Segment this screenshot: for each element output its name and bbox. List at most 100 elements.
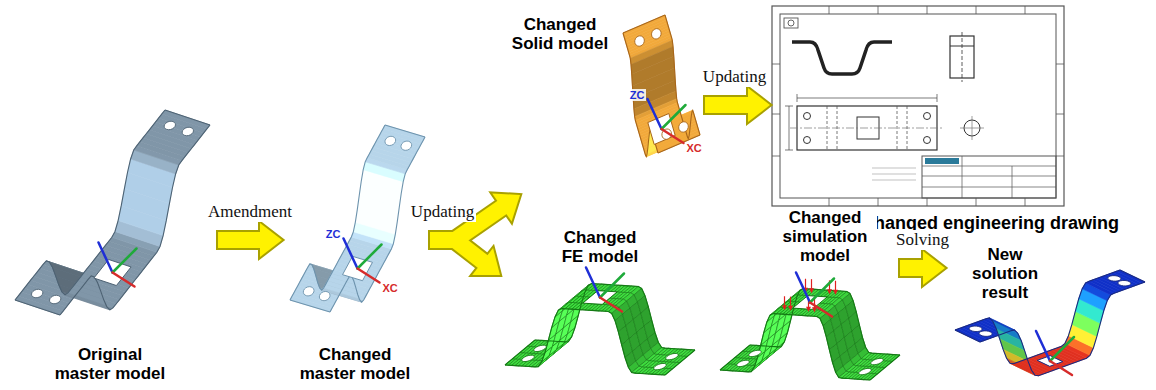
engineering-drawing [772, 6, 1064, 206]
bracket-edge [720, 314, 870, 380]
arrowhead-outline [260, 223, 282, 257]
node-label: Changed master model [293, 345, 417, 383]
axis-line [810, 303, 832, 317]
axis-line [662, 129, 684, 143]
mounting-hole [737, 360, 750, 366]
mounting-hole [635, 36, 645, 46]
engineering-drawing [922, 166, 1056, 167]
bracket-surface [162, 110, 210, 129]
arrowhead [748, 88, 770, 122]
axis-line [358, 245, 382, 269]
arrowhead-outline [748, 88, 770, 122]
engineering-drawing [922, 156, 1056, 198]
load-arrowhead [809, 288, 814, 293]
mounting-hole [654, 363, 667, 369]
engineering-drawing [804, 137, 811, 144]
engineering-drawing [797, 98, 937, 99]
bracket-edge [720, 345, 750, 370]
mounting-hole [969, 326, 982, 331]
axis-line [600, 274, 624, 298]
arrowhead [472, 248, 500, 275]
engineering-drawing [785, 94, 937, 150]
bracket-edge [60, 125, 210, 315]
engineering-drawing [1056, 64, 1064, 65]
engineering-drawing [878, 198, 879, 206]
connector-outline [428, 240, 484, 263]
arrowhead [492, 194, 520, 222]
axis-line [648, 99, 662, 129]
bracket-edge [665, 350, 695, 375]
connector-fills [218, 88, 945, 285]
mounting-hole [164, 121, 175, 129]
axis-line [662, 105, 686, 129]
axis-line [810, 279, 834, 303]
edge-label: Solving [894, 230, 951, 250]
arrowhead-outline [748, 88, 770, 122]
node-label: Original master model [48, 345, 172, 383]
engineering-drawing [789, 106, 790, 150]
engineering-drawing [1025, 198, 1026, 206]
engineering-drawing [924, 137, 931, 144]
model-node: Original master model [5, 95, 218, 387]
load-arrowhead [827, 289, 832, 294]
bracket-edge [330, 137, 425, 312]
engineering-drawing [785, 106, 793, 107]
mounting-hole [303, 287, 314, 296]
model-node: New solution result [945, 235, 1150, 385]
edge-label: Updating [409, 202, 476, 222]
engineering-drawing [1056, 114, 1064, 115]
engineering-drawing [1025, 6, 1026, 14]
mounting-hole [666, 353, 679, 359]
mounting-hole [871, 358, 884, 364]
engineering-drawing [797, 94, 798, 102]
bracket-edge [290, 300, 330, 312]
arrowhead [260, 223, 282, 257]
engineering-drawing [772, 6, 1064, 206]
engineering-drawing [897, 106, 898, 150]
engineering-drawing [927, 6, 928, 14]
engineering-drawing [1056, 156, 1064, 157]
engineering-drawing [829, 6, 830, 14]
mounting-hole [32, 289, 43, 297]
bracket-edge [870, 355, 900, 380]
engineering-drawing [772, 64, 780, 65]
axis-line [113, 249, 137, 273]
bracket-model [623, 15, 700, 157]
block-arrow [430, 240, 484, 263]
bracket-edge [535, 284, 695, 350]
axis-label: XC [686, 142, 703, 154]
engineering-drawing [962, 32, 963, 82]
bracket-edge [290, 125, 385, 300]
connector-outlines [216, 88, 945, 285]
bracket-model [505, 268, 695, 376]
axis-label: ZC [629, 89, 646, 101]
node-label: Changed Solid model [502, 15, 618, 53]
arrowhead [748, 88, 770, 122]
load-arrowhead [812, 307, 817, 312]
bracket-model [15, 110, 210, 315]
arrowhead [472, 248, 500, 275]
axis-line [796, 273, 810, 303]
engineering-drawing [772, 156, 780, 157]
bracket-model [720, 273, 900, 381]
axis-line [1036, 331, 1050, 361]
engineering-drawing [922, 187, 1056, 188]
mounting-hole [534, 345, 547, 351]
engineering-drawing [784, 18, 798, 28]
load-arrowhead [788, 306, 793, 311]
mounting-hole [522, 355, 535, 361]
engineering-drawing [827, 106, 828, 150]
engineering-drawing [785, 150, 793, 151]
node-label: New solution result [959, 245, 1051, 302]
arrowhead-outline [923, 251, 945, 285]
engineering-drawing [804, 113, 811, 120]
edge-label: Updating [701, 67, 768, 87]
engineering-drawing [976, 6, 977, 14]
load-arrowhead [782, 305, 787, 310]
mounting-hole [859, 368, 872, 374]
bracket-edge [505, 340, 535, 365]
engineering-drawing [922, 176, 1056, 177]
